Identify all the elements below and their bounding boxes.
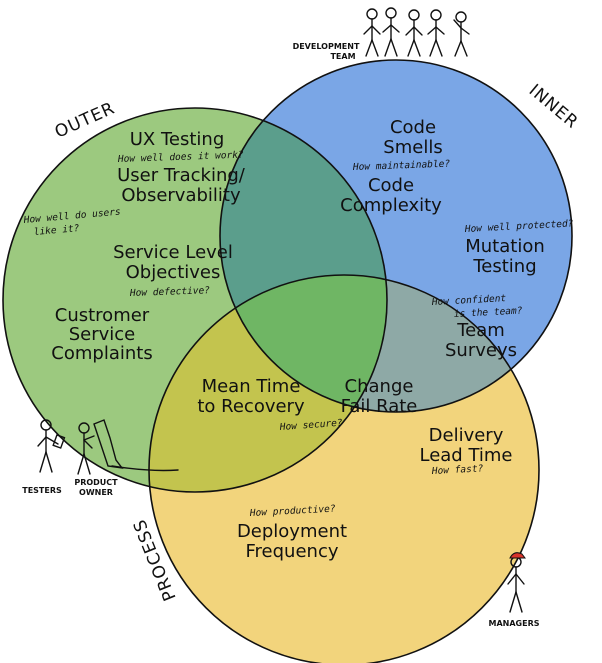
label-code-complexity-2: Complexity: [340, 195, 442, 216]
q-how-well-users-2: like it?: [33, 223, 80, 238]
label-observability: Observability: [121, 185, 241, 206]
label-cfr-2: Fail Rate: [341, 396, 418, 417]
role-product: PRODUCT: [74, 478, 118, 487]
role-owner: OWNER: [79, 488, 113, 497]
label-service-level: Service Level: [113, 242, 233, 263]
label-service: Service: [69, 324, 136, 345]
inner-outline: [219, 59, 573, 413]
q-how-fast: How fast?: [431, 463, 484, 477]
label-deployment-1: Deployment: [237, 521, 347, 542]
label-code-smells-1: Code: [390, 117, 436, 138]
role-managers: MANAGERS: [489, 619, 540, 628]
q-how-maintainable: How maintainable?: [352, 159, 451, 173]
label-delivery-2: Lead Time: [419, 445, 512, 466]
label-complaints: Complaints: [51, 343, 152, 364]
label-mttr-1: Mean Time: [202, 376, 301, 397]
role-development: DEVELOPMENT: [293, 42, 360, 51]
label-mttr-2: to Recovery: [197, 396, 305, 417]
label-mutation-1: Mutation: [465, 236, 545, 257]
label-team-surveys-2: Surveys: [445, 340, 517, 361]
label-deployment-2: Frequency: [246, 541, 339, 562]
label-code-complexity-1: Code: [368, 175, 414, 196]
development-team-figures: [363, 7, 470, 57]
product-owner-figure: [77, 419, 124, 475]
label-user-tracking: User Tracking/: [117, 165, 246, 186]
label-objectives: Objectives: [126, 262, 221, 283]
label-code-smells-2: Smells: [383, 137, 442, 158]
label-team-surveys-1: Team: [456, 320, 505, 341]
label-mutation-2: Testing: [472, 256, 536, 277]
scroll-trail: [111, 465, 179, 472]
q-how-confident-1: How confident: [431, 293, 507, 308]
label-customer: Custromer: [55, 305, 150, 326]
red-cap-icon: [509, 552, 526, 559]
outer-outline: [2, 107, 388, 493]
role-testers: TESTERS: [22, 486, 62, 495]
testers-figure: [37, 419, 66, 473]
label-delivery-1: Delivery: [429, 425, 504, 446]
role-team: TEAM: [330, 52, 355, 61]
label-cfr-1: Change: [345, 376, 414, 397]
q-how-productive: How productive?: [249, 504, 337, 520]
q-how-confident-2: is the team?: [454, 305, 523, 320]
q-how-well-work: How well does it work?: [117, 150, 244, 165]
label-ux-testing: UX Testing: [130, 129, 225, 150]
q-how-secure: How secure?: [278, 418, 343, 433]
q-how-defective: How defective?: [129, 285, 211, 299]
